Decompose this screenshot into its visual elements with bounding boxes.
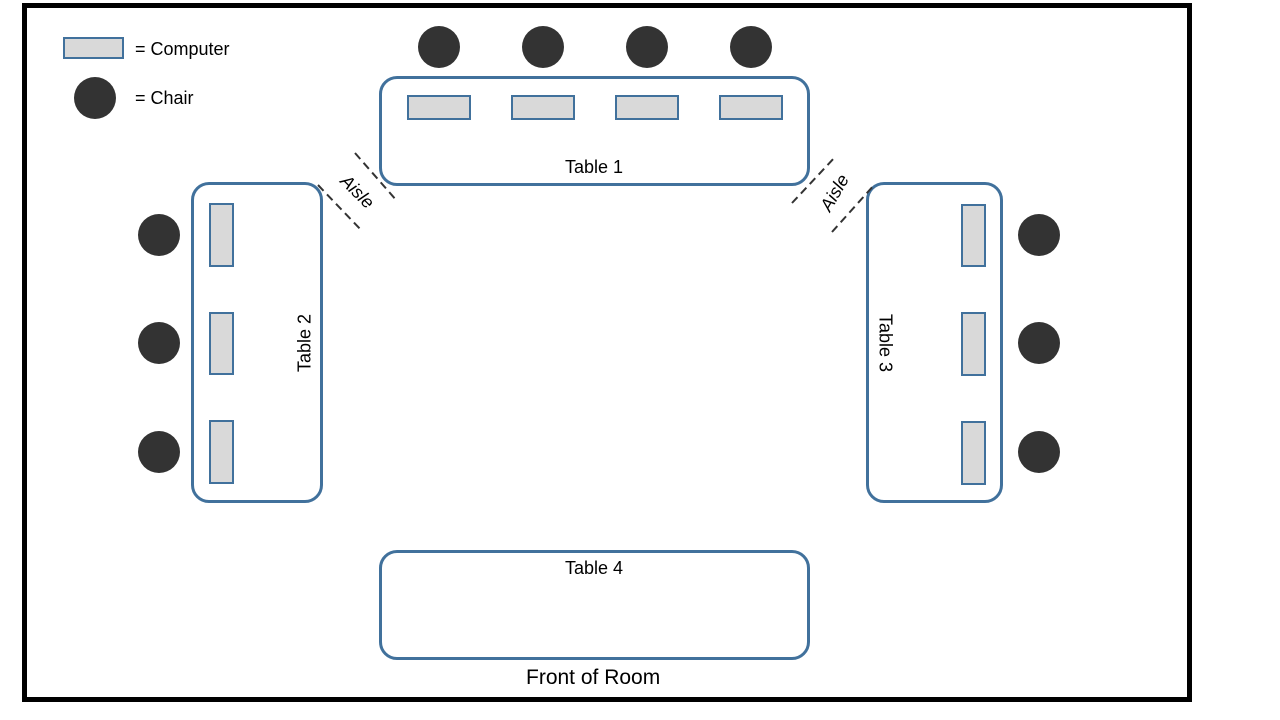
table3-computer-1 bbox=[961, 204, 986, 267]
table1-label: Table 1 bbox=[565, 157, 624, 177]
legend-computer-label: = Computer bbox=[135, 39, 230, 59]
front-of-room-label: Front of Room bbox=[526, 666, 661, 689]
table1-chair-1 bbox=[418, 26, 460, 68]
table1-chair-2 bbox=[522, 26, 564, 68]
table2-computer-2 bbox=[209, 312, 234, 375]
left-aisle-line-lower bbox=[317, 184, 363, 232]
table2-chair-2 bbox=[138, 322, 180, 364]
table3-chair-1 bbox=[1018, 214, 1060, 256]
legend-chair-icon bbox=[74, 77, 116, 119]
table3-computer-3 bbox=[961, 421, 986, 485]
legend-chair-label: = Chair bbox=[135, 88, 194, 108]
table1-computer-4 bbox=[719, 95, 783, 120]
table2-computer-3 bbox=[209, 420, 234, 484]
room-outline bbox=[22, 3, 1192, 702]
right-aisle-line-lower bbox=[831, 183, 876, 233]
table1-computer-2 bbox=[511, 95, 575, 120]
left-aisle-line-upper bbox=[354, 152, 398, 202]
table1-computer-3 bbox=[615, 95, 679, 120]
table-4 bbox=[379, 550, 810, 660]
table2-computer-1 bbox=[209, 203, 234, 267]
table3-chair-2 bbox=[1018, 322, 1060, 364]
table4-label: Table 4 bbox=[565, 558, 624, 578]
right-aisle-line-upper bbox=[791, 155, 837, 204]
table2-chair-1 bbox=[138, 214, 180, 256]
table-1 bbox=[379, 76, 810, 186]
legend-computer-icon bbox=[63, 37, 124, 59]
table3-computer-2 bbox=[961, 312, 986, 376]
table1-chair-3 bbox=[626, 26, 668, 68]
table2-chair-3 bbox=[138, 431, 180, 473]
table1-computer-1 bbox=[407, 95, 471, 120]
table1-chair-4 bbox=[730, 26, 772, 68]
table3-chair-3 bbox=[1018, 431, 1060, 473]
